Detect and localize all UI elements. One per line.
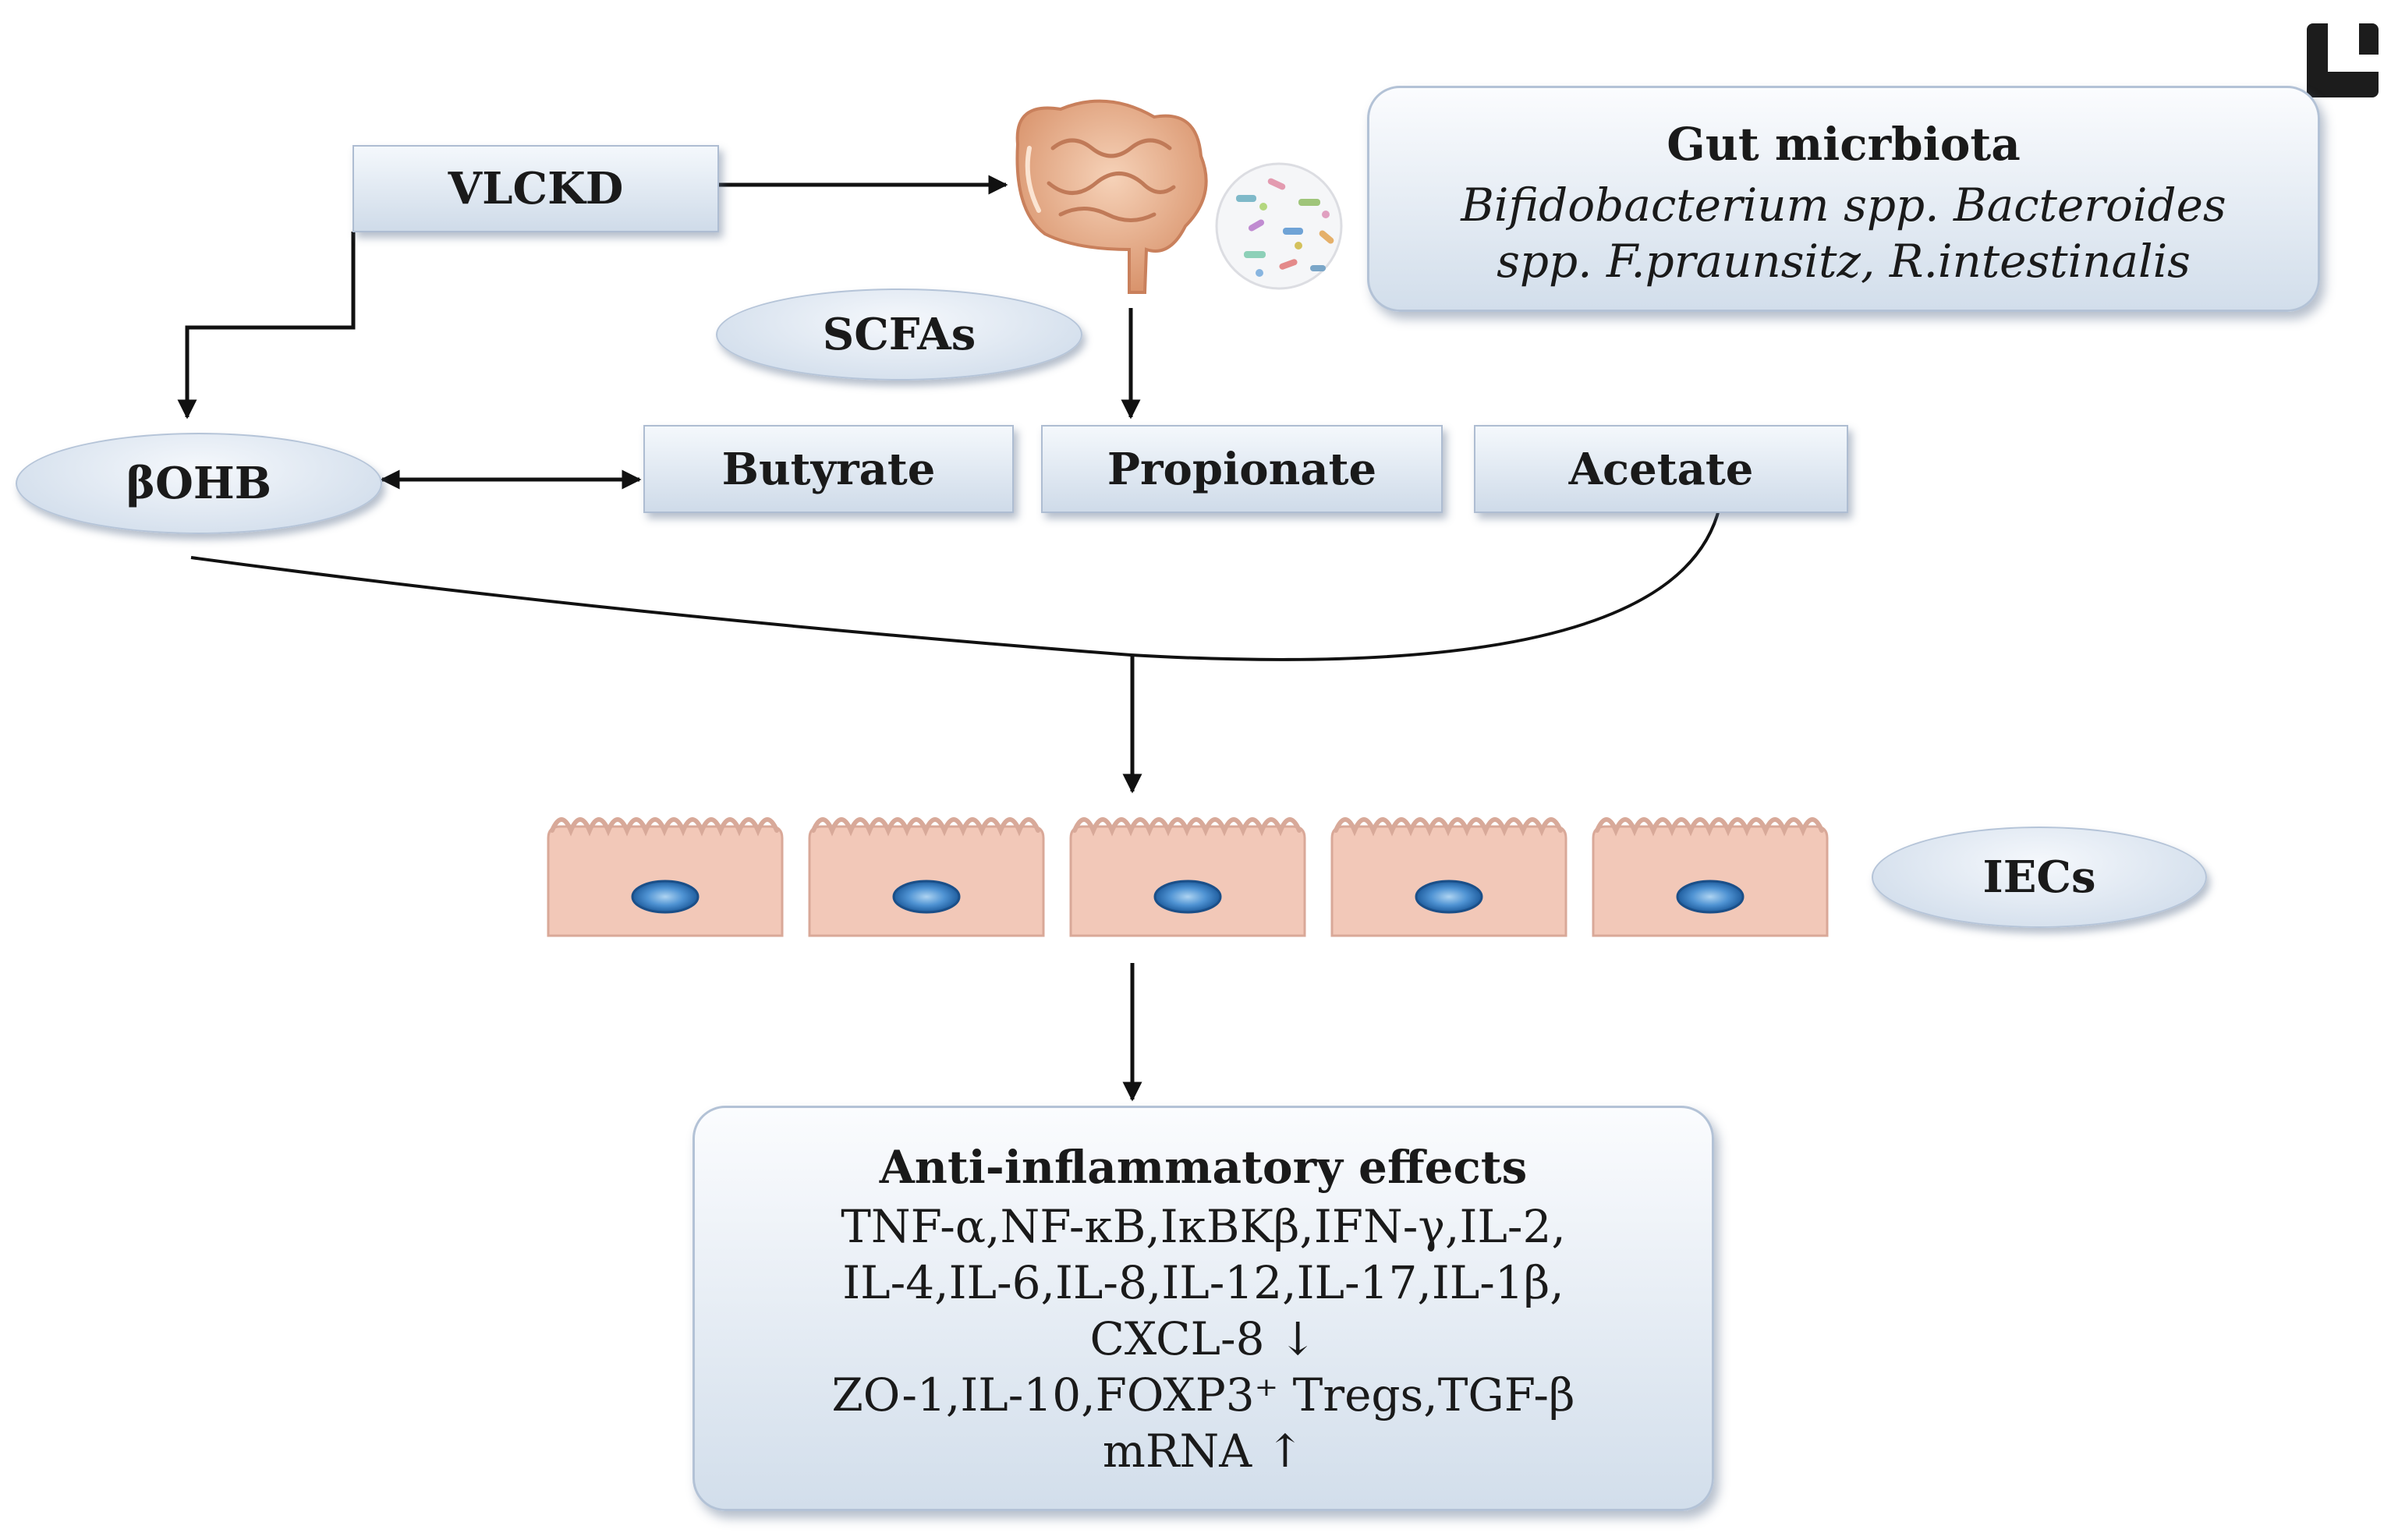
effects-line-5: mRNA ↑	[1102, 1425, 1305, 1478]
gut-microbiota-line-2: spp. F.praunsitz, R.intestinalis	[1497, 235, 2191, 288]
butyrate-box: Butyrate	[643, 425, 1014, 513]
gut-microbiota-line-1: Bifidobacterium spp. Bacteroides	[1461, 179, 2226, 232]
gut-microbiota-panel: Gut micrbiota Bifidobacterium spp. Bacte…	[1367, 86, 2320, 312]
anti-inflammatory-title: Anti-inflammatory effects	[879, 1141, 1528, 1194]
anti-inflammatory-panel: Anti-inflammatory effects TNF-α,NF-κB,Iκ…	[693, 1106, 1714, 1511]
epithelial-cell-icon	[548, 820, 1827, 936]
scfas-label: SCFAs	[822, 309, 976, 360]
intestine-icon	[1015, 99, 1208, 294]
bacteria-icon	[1215, 162, 1343, 290]
arrow-vlckd-to-bohb	[177, 232, 356, 420]
butyrate-label: Butyrate	[721, 443, 936, 495]
propionate-box: Propionate	[1041, 425, 1443, 513]
acetate-box: Acetate	[1474, 425, 1848, 513]
vlckd-box: VLCKD	[352, 145, 719, 232]
iecs-ellipse: IECs	[1872, 827, 2207, 928]
effects-line-1: TNF-α,NF-κB,IκBKβ,IFN-γ,IL-2,	[841, 1200, 1566, 1253]
bohb-ellipse: βOHB	[16, 433, 382, 534]
bohb-label: βOHB	[126, 458, 272, 509]
effects-line-4: ZO-1,IL-10,FOXP3⁺ Tregs,TGF-β	[831, 1368, 1575, 1421]
scfas-ellipse: SCFAs	[716, 289, 1082, 381]
converging-curve	[190, 506, 1721, 661]
corner-logo-icon	[2307, 23, 2379, 97]
propionate-label: Propionate	[1107, 443, 1377, 495]
vlckd-label: VLCKD	[448, 163, 624, 214]
acetate-label: Acetate	[1568, 443, 1754, 495]
effects-line-3: CXCL-8 ↓	[1089, 1312, 1317, 1365]
effects-line-2: IL-4,IL-6,IL-8,IL-12,IL-17,IL-1β,	[842, 1256, 1564, 1309]
gut-microbiota-title: Gut micrbiota	[1667, 118, 2021, 171]
iecs-label: IECs	[1982, 851, 2096, 903]
